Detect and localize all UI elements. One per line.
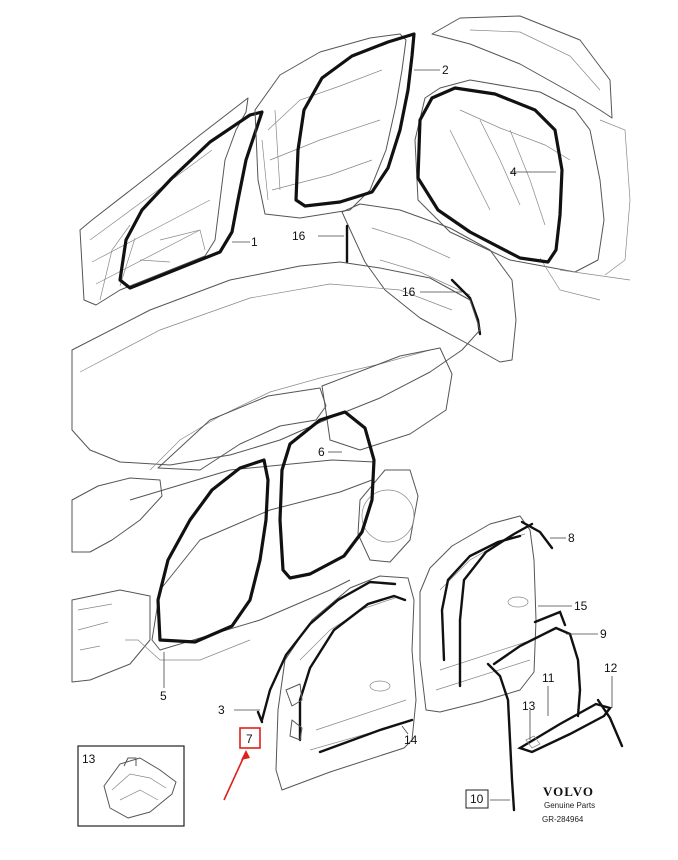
callout-10: 10: [470, 792, 484, 806]
callout-16b: 16: [402, 285, 416, 299]
rear-door-top: [254, 32, 416, 219]
inset-box: [77, 745, 185, 827]
callout-16a: 16: [292, 229, 306, 243]
rear-door-frame-seal: [440, 534, 522, 662]
reference-number: GR-284964: [542, 815, 584, 824]
side-panel-strip-lower: [450, 278, 482, 336]
rear-door-seal-outer: [533, 610, 567, 627]
callout-2: 2: [442, 63, 449, 77]
rear-door-seal: [294, 32, 416, 208]
callout-3: 3: [218, 703, 225, 717]
front-opening-seal: [156, 458, 270, 644]
clip-13-detail: [103, 757, 177, 819]
callout-13-inset: 13: [82, 752, 96, 766]
front-belt-molding: [318, 718, 414, 754]
sill-strip-12: [596, 698, 624, 748]
tailgate-area: [414, 15, 631, 301]
leader-lines: [163, 69, 613, 801]
rear-window-run: [492, 626, 582, 718]
clip-13-part: [525, 735, 541, 749]
callout-7-box: [239, 727, 261, 749]
callout-13: 13: [522, 699, 536, 713]
callout-12: 12: [604, 661, 618, 675]
callout-1: 1: [251, 235, 258, 249]
tailgate-seal: [416, 86, 564, 264]
front-window-channel: [260, 580, 397, 722]
front-door-top: [79, 97, 264, 306]
rear-side-panel: [341, 203, 517, 363]
rear-upper-strip: [520, 520, 554, 550]
callout-11: 11: [542, 671, 555, 685]
callout-7: 7: [246, 732, 253, 746]
highlight-arrow-head: [241, 750, 250, 760]
callout-5: 5: [160, 689, 167, 703]
front-mirror-seal: [256, 710, 264, 724]
rear-door-lower: [419, 515, 567, 713]
callout-8: 8: [568, 531, 575, 545]
callout-10-box: [465, 789, 489, 809]
front-door-lower: [256, 575, 417, 791]
front-door-frame-seal: [298, 594, 407, 742]
brand-tagline: Genuine Parts: [544, 801, 595, 810]
rear-window-channel: [458, 522, 534, 688]
callout-9: 9: [600, 627, 607, 641]
callout-14: 14: [404, 733, 418, 747]
weather-strip-10: [486, 662, 516, 812]
callout-6: 6: [318, 445, 325, 459]
brand-logo: VOLVO: [543, 784, 594, 799]
rear-opening-seal: [278, 410, 376, 580]
callout-15: 15: [574, 599, 588, 613]
callout-4: 4: [510, 165, 517, 179]
car-body: [71, 261, 481, 683]
highlight-arrow: [223, 751, 247, 801]
